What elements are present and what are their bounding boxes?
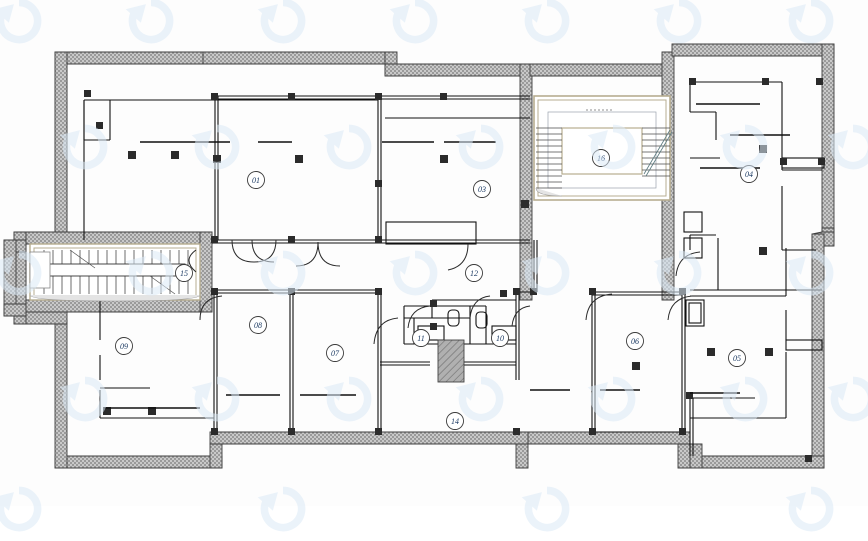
room-bubble-12 bbox=[465, 264, 483, 282]
room-label-05: 05 bbox=[733, 354, 741, 363]
stairwell-room-16 bbox=[533, 95, 673, 201]
room-bubble-15 bbox=[175, 264, 193, 282]
room-label-11: 11 bbox=[417, 334, 424, 343]
room-label-08: 08 bbox=[254, 321, 262, 330]
room-bubble-03 bbox=[473, 180, 491, 198]
room-label-07: 07 bbox=[331, 349, 340, 358]
room-label-09: 09 bbox=[120, 342, 128, 351]
room-label-14: 14 bbox=[451, 417, 459, 426]
room-bubble-08 bbox=[249, 316, 267, 334]
room-label-03: 03 bbox=[478, 185, 486, 194]
stairwell-left bbox=[29, 243, 201, 302]
room-bubble-05 bbox=[728, 349, 746, 367]
vertical-shaft bbox=[437, 339, 465, 383]
room-bubble-11 bbox=[412, 329, 430, 347]
room-bubble-10 bbox=[491, 329, 509, 347]
room-label-06: 06 bbox=[631, 337, 639, 346]
floor-plan-drawing: 01 03 04 05 06 07 08 09 10 11 12 14 15 16 bbox=[3, 43, 835, 469]
room-bubble-09 bbox=[115, 337, 133, 355]
room-label-12: 12 bbox=[470, 269, 478, 278]
room-label-04: 04 bbox=[745, 170, 753, 179]
room-bubble-07 bbox=[326, 344, 344, 362]
room-label-10: 10 bbox=[496, 334, 504, 343]
room-label-15: 15 bbox=[180, 269, 188, 278]
room-bubble-01 bbox=[247, 171, 265, 189]
room-bubble-06 bbox=[626, 332, 644, 350]
room-label-16: 16 bbox=[597, 154, 605, 163]
room-label-01: 01 bbox=[252, 176, 260, 185]
room-number-labels: 01 03 04 05 06 07 08 09 10 11 12 14 15 16 bbox=[115, 149, 758, 430]
